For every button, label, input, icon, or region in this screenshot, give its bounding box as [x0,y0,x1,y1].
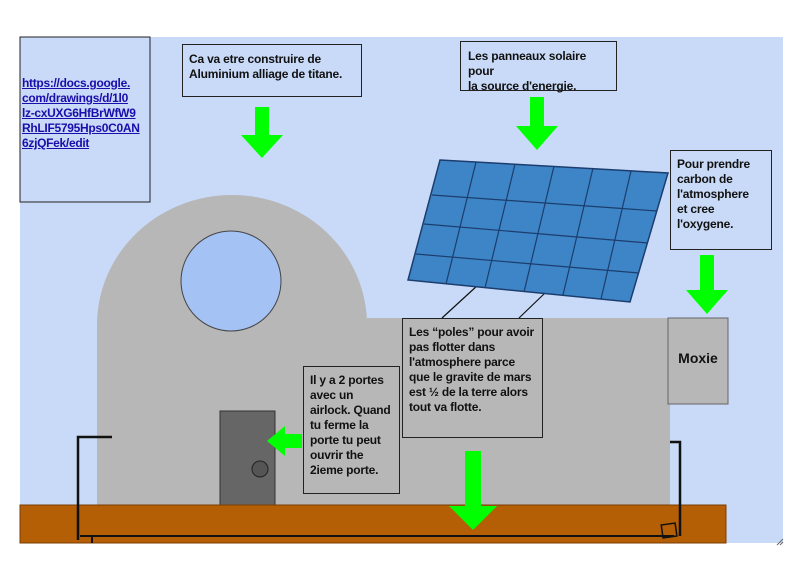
solar-panel [407,159,669,303]
arrow-down-moxie [686,255,728,314]
arrow-down-material [241,107,283,158]
dome-building [97,195,367,505]
pole-right-foot [660,522,678,539]
moxie-unit [667,317,729,405]
resize-mark-2 [779,541,784,546]
panel-support-left [441,284,479,319]
poles-note: Les “poles” pour avoir pas flotter dans … [402,318,543,438]
pole-left [76,435,112,540]
drawing-link[interactable]: https://docs.google. com/drawings/d/1l0 … [22,76,140,150]
pole-right [670,440,682,536]
ground [19,504,727,544]
arrow-left-door [267,426,302,456]
arrow-down-poles [449,451,497,530]
carbon-note: Pour prendre carbon de l'atmosphere et c… [670,150,772,250]
moxie-label: Moxie [678,350,718,366]
doors-note: Il y a 2 portes avec un airlock. Quand t… [303,366,400,494]
resize-mark [776,538,784,546]
solar-note: Les panneaux solaire pour la source d'en… [460,41,617,93]
panel-support-right [518,292,546,319]
link-panel [19,36,151,203]
door [219,410,276,506]
round-window [180,230,282,332]
material-note: Ca va etre construire de Aluminium allia… [182,44,362,97]
arrow-down-solar [516,97,558,150]
door-knob [251,460,269,478]
